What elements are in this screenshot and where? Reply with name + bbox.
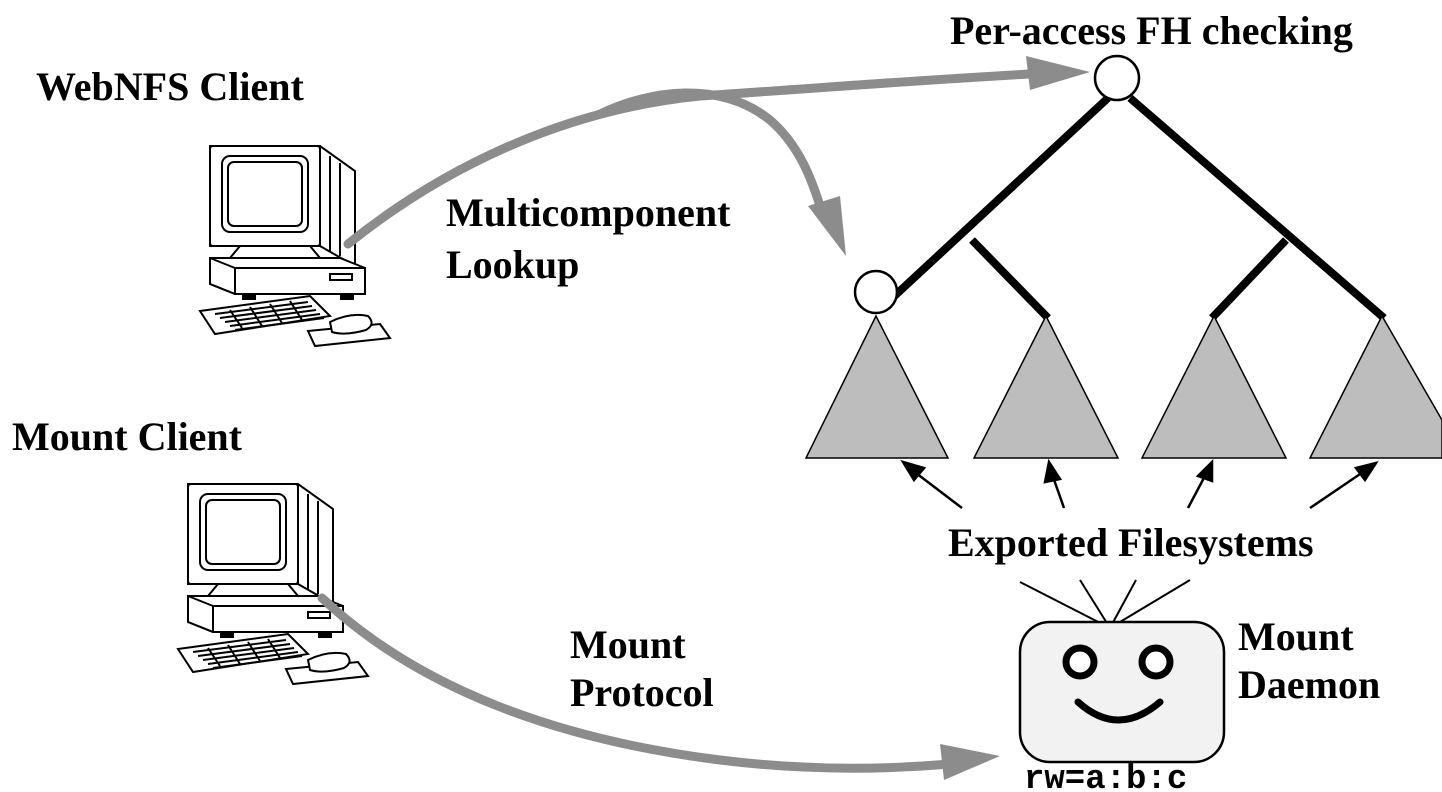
filesystem-triangle-4	[1308, 314, 1442, 459]
mount-daemon-box	[1018, 620, 1226, 764]
exported-filesystems-label: Exported Filesystems	[948, 520, 1314, 565]
per-access-label: Per-access FH checking	[950, 8, 1353, 53]
export-pointers	[900, 458, 1379, 510]
export-options-label: rw=a:b:c	[1024, 761, 1187, 792]
mount-daemon-label-line2: Daemon	[1238, 662, 1380, 707]
desktop-computer-icon	[199, 145, 391, 347]
smiley-face-icon	[1018, 620, 1226, 764]
mount-client-label: Mount Client	[12, 414, 243, 459]
tree-edge-right-branch	[1209, 237, 1289, 321]
filesystem-triangle-1	[804, 314, 950, 459]
filesystem-tree	[804, 54, 1442, 459]
desktop-computer-icon	[177, 483, 369, 685]
mount-client-computer	[177, 483, 369, 685]
mount-daemon-label-line1: Mount	[1238, 614, 1354, 659]
flow-arrows	[317, 56, 1090, 780]
filesystem-triangle-2	[972, 314, 1120, 459]
daemon-export-lines	[1019, 579, 1191, 629]
multicomponent-label-line1: Multicomponent	[446, 190, 731, 235]
tree-edge-left-branch	[969, 237, 1051, 321]
mount-protocol-arrow	[317, 593, 955, 773]
tree-edge-root-left	[885, 95, 1111, 305]
tree-edge-root-right	[1127, 94, 1387, 322]
webnfs-client-computer	[199, 145, 391, 347]
webnfs-client-label: WebNFS Client	[36, 64, 304, 109]
left-node	[853, 269, 899, 315]
mount-protocol-label-line1: Mount	[570, 622, 686, 667]
mount-protocol-label-line2: Protocol	[570, 670, 714, 715]
multicomponent-lookup-arrow	[595, 88, 827, 217]
filesystem-triangle-3	[1140, 314, 1288, 459]
root-node	[1093, 54, 1141, 102]
multicomponent-label-line2: Lookup	[446, 242, 579, 287]
